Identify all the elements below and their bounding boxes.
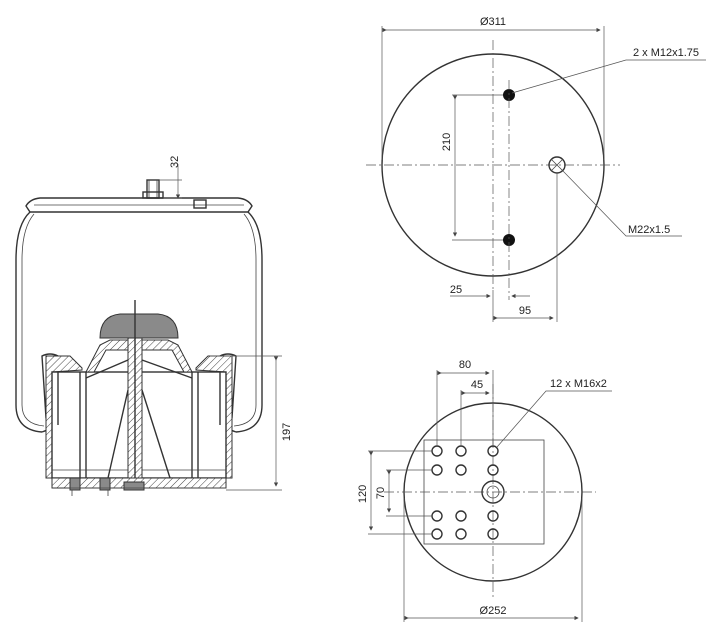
dim-25-label: 25 <box>450 284 462 296</box>
top-plate <box>25 197 253 213</box>
dim-45-label: 45 <box>471 379 483 391</box>
dim-120-label: 120 <box>357 485 369 503</box>
port-callout: M22x1.5 <box>628 224 670 236</box>
piston-wall-left <box>45 355 83 479</box>
bottom-view: 80 45 12 x M16x2 120 70 Ø252 <box>357 359 612 622</box>
piston-wall-right <box>195 355 233 479</box>
center-boss <box>481 480 505 504</box>
dim-70-label: 70 <box>375 487 387 499</box>
dim-80-label: 80 <box>459 359 471 371</box>
top-view: Ø311 210 25 95 2 x M12x1.75 M22x1.5 <box>366 16 706 322</box>
bolt-holes <box>431 445 499 540</box>
dim-32-label: 32 <box>169 156 181 168</box>
dim-95-label: 95 <box>519 305 531 317</box>
thread-callout: 2 x M12x1.75 <box>633 47 699 59</box>
stud-hole-bottom <box>503 234 515 246</box>
piston-cone <box>85 339 193 373</box>
top-diameter-label: Ø311 <box>480 16 506 28</box>
dim-210-label: 210 <box>441 133 453 151</box>
side-view: 32 <box>15 156 293 496</box>
dim-197-label: 197 <box>281 423 293 441</box>
bumper <box>99 313 179 339</box>
holes-callout: 12 x M16x2 <box>550 378 607 390</box>
bellows <box>15 211 263 433</box>
base-diameter-label: Ø252 <box>480 605 507 617</box>
